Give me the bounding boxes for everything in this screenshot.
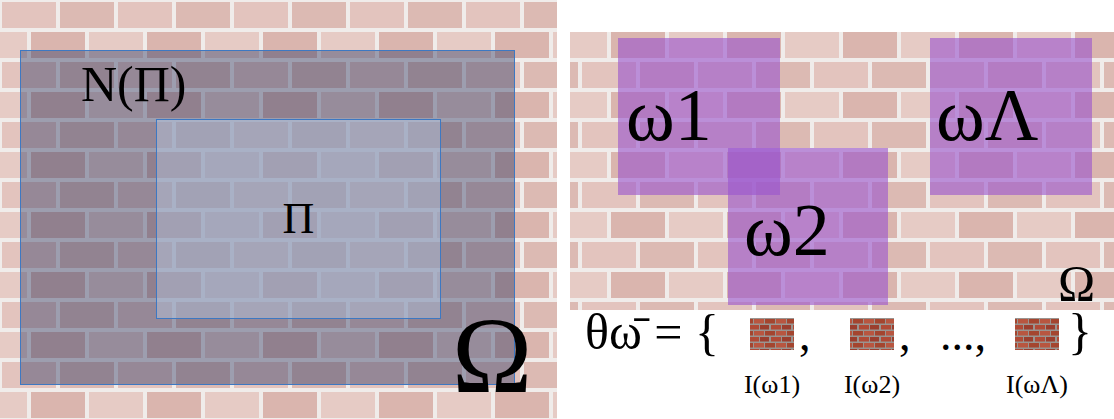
region-label: N(Π) (81, 59, 187, 109)
sample-window: ω2 (728, 148, 888, 305)
formula-comma: , (899, 312, 911, 358)
region-label: ω2 (744, 193, 830, 267)
patch-region: Π (156, 119, 441, 319)
formula-comma: , (799, 312, 811, 358)
region-label: ωΛ (936, 78, 1038, 152)
neighborhood-region: N(Π) Π (20, 50, 515, 385)
formula-text: θω̄ = { (585, 307, 719, 357)
sample-window: ωΛ (930, 38, 1092, 195)
formula-brace: } (1068, 306, 1092, 356)
sample-label: I(ω2) (844, 372, 900, 398)
region-label: ω1 (626, 78, 712, 152)
region-label: Π (283, 197, 315, 241)
domain-symbol: Ω (452, 302, 532, 410)
domain-symbol: Ω (1058, 258, 1095, 308)
sample-label: I(ωΛ) (1006, 372, 1068, 398)
formula-ellipsis: ..., (940, 312, 986, 358)
sample-label: I(ω1) (744, 372, 800, 398)
